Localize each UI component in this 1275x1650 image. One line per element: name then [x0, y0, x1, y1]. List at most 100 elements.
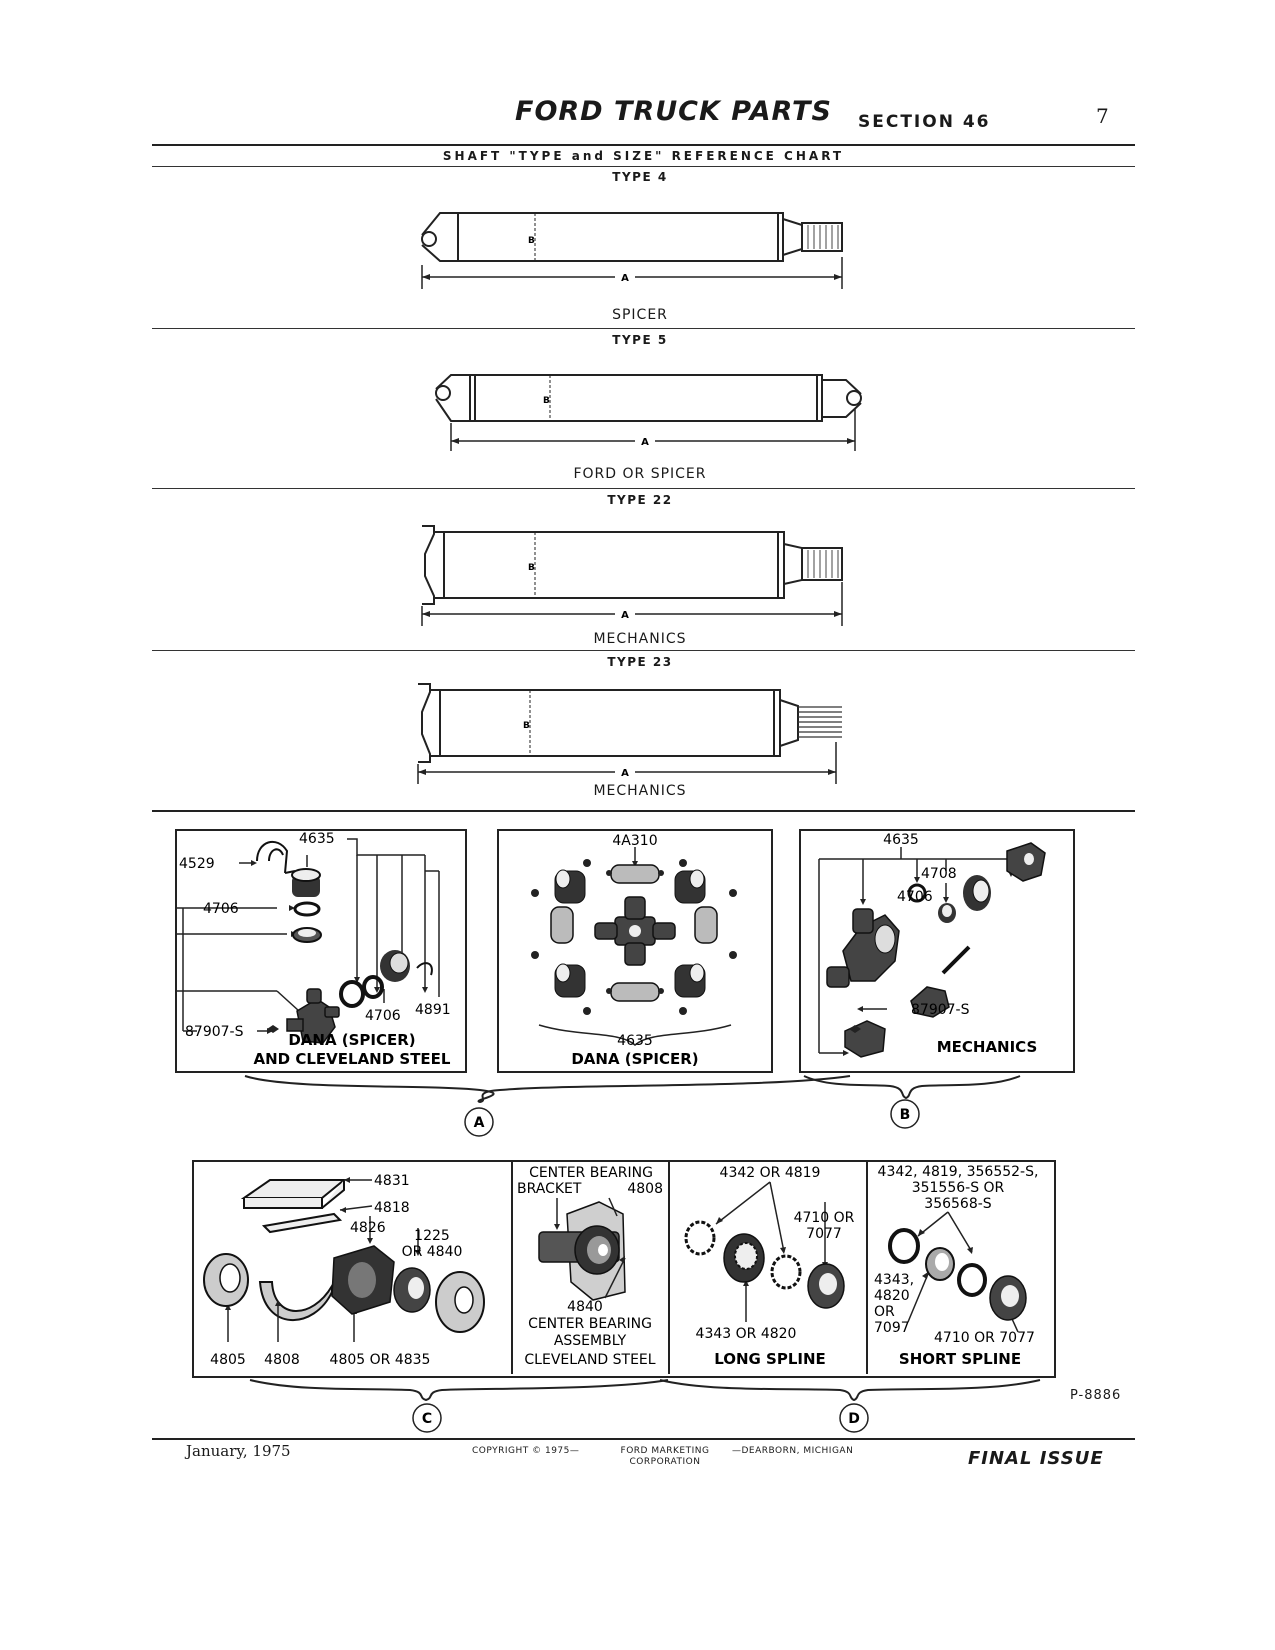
- part-4342-or-4819: 4342 OR 4819: [720, 1165, 821, 1181]
- part-4706: 4706: [203, 901, 239, 917]
- part-4710-or-7077: 4710 OR 7077: [934, 1330, 1035, 1346]
- part-1225-or-4840: OR 4840: [402, 1244, 463, 1260]
- type-5-label: TYPE 5: [612, 333, 668, 347]
- part-4343: 4343,: [874, 1272, 914, 1288]
- type-4-dim-b: B: [528, 236, 535, 246]
- caption-cleveland-steel: AND CLEVELAND STEEL: [254, 1050, 451, 1068]
- part-4343-or-4820: 4343 OR 4820: [696, 1326, 797, 1342]
- divider: [152, 650, 1135, 651]
- part-4818: 4818: [374, 1200, 410, 1216]
- part-4805-or-4835: 4805 OR 4835: [330, 1352, 431, 1368]
- part-4529: 4529: [179, 856, 215, 872]
- caption-dana-spicer: DANA (SPICER): [288, 1031, 415, 1049]
- type-5-dim-a: A: [641, 437, 649, 448]
- panels-c-d-frame: [192, 1160, 1056, 1378]
- center-bearing-label: CENTER BEARING: [529, 1165, 653, 1181]
- part-356568-s: 356568-S: [924, 1196, 991, 1212]
- part-4635: 4635: [299, 831, 335, 847]
- footer-rule: [152, 1438, 1135, 1440]
- panel-d-long-spline-illustration: 4342 OR 4819 4710 OR 7077 4343 OR 4820 L…: [684, 1165, 855, 1368]
- part-87907-s: 87907-S: [911, 1002, 970, 1018]
- figure-number: P-8886: [1070, 1388, 1122, 1403]
- caption-assembly: ASSEMBLY: [554, 1333, 627, 1349]
- part-7077: 7077: [806, 1226, 842, 1242]
- panel-c-cleveland-steel-illustration: CENTER BEARING BRACKET 4808 4840 CENTER …: [517, 1165, 663, 1368]
- type-22-shaft-diagram: A B: [421, 525, 843, 626]
- type-5-manufacturer: FORD OR SPICER: [573, 466, 707, 482]
- type-23-manufacturer: MECHANICS: [593, 783, 687, 799]
- divider: [152, 328, 1135, 329]
- type-23-dim-b: B: [523, 721, 530, 731]
- type-4-label: TYPE 4: [612, 170, 668, 184]
- part-4891: 4891: [415, 1002, 451, 1018]
- panel-a-dana-cleveland-illustration: 4635 4529 4706 4891 4706 87907-S DANA (S…: [177, 831, 451, 1068]
- part-4805: 4805: [210, 1352, 246, 1368]
- group-brace-a-b: A B: [244, 1075, 1021, 1137]
- panel-a-dana-spicer: [497, 829, 773, 1073]
- part-4708: 4708: [921, 866, 957, 882]
- type-5-shaft-diagram: A B: [435, 374, 862, 451]
- part-7097: 7097: [874, 1320, 910, 1336]
- panel-d-short-spline-illustration: 4342, 4819, 356552-S, 351556-S OR 356568…: [874, 1164, 1038, 1368]
- part-or: OR: [874, 1304, 895, 1320]
- chart-title: SHAFT "TYPE and SIZE" REFERENCE CHART: [442, 149, 845, 163]
- part-4635: 4635: [883, 832, 919, 848]
- group-label-c: C: [422, 1411, 432, 1427]
- type-22-dim-b: B: [528, 563, 535, 573]
- page-number: 7: [1096, 104, 1109, 128]
- group-label-a: A: [474, 1115, 485, 1131]
- part-4808: 4808: [264, 1352, 300, 1368]
- panel-a-dana-cleveland: [175, 829, 467, 1073]
- header-rule: [152, 144, 1135, 146]
- type-4-dim-a: A: [621, 273, 629, 284]
- panel-divider: [866, 1160, 868, 1374]
- caption-short-spline: SHORT SPLINE: [899, 1350, 1021, 1368]
- group-label-d: D: [848, 1411, 860, 1427]
- footer-company: FORD MARKETING: [620, 1446, 710, 1456]
- type-4-shaft-diagram: A B: [421, 212, 843, 289]
- footer-copyright: COPYRIGHT © 1975—: [472, 1446, 580, 1456]
- part-4706: 4706: [897, 889, 933, 905]
- type-22-label: TYPE 22: [607, 493, 673, 507]
- caption-mechanics: MECHANICS: [937, 1038, 1038, 1056]
- footer-company-2: CORPORATION: [629, 1457, 701, 1467]
- type-4-manufacturer: SPICER: [612, 307, 668, 323]
- part-4808: 4808: [627, 1181, 663, 1197]
- caption-long-spline: LONG SPLINE: [714, 1350, 826, 1368]
- divider: [152, 488, 1135, 489]
- chart-title-rule: [152, 166, 1135, 167]
- type-22-manufacturer: MECHANICS: [593, 631, 687, 647]
- panel-divider: [511, 1160, 513, 1374]
- footer-location: —DEARBORN, MICHIGAN: [732, 1446, 854, 1456]
- type-23-label: TYPE 23: [607, 655, 673, 669]
- caption-center-bearing: CENTER BEARING: [528, 1316, 652, 1332]
- part-1225: 1225: [414, 1228, 450, 1244]
- group-label-b: B: [900, 1107, 911, 1123]
- type-23-dim-a: A: [621, 768, 629, 779]
- part-87907-s: 87907-S: [185, 1024, 244, 1040]
- page-title: FORD TRUCK PARTS: [515, 96, 832, 127]
- type-22-dim-a: A: [621, 610, 629, 621]
- panel-c-center-bearing-parts-illustration: 4831 4818 4826 1225 OR 4840 4805 4808 48…: [203, 1173, 485, 1368]
- part-4706-lower: 4706: [365, 1008, 401, 1024]
- panel-b-mechanics-illustration: 4635 4708 4706 87907-S MECHANICS: [818, 832, 1046, 1058]
- footer-date: January, 1975: [186, 1442, 291, 1460]
- caption-dana-spicer: DANA (SPICER): [571, 1050, 698, 1068]
- footer-status: FINAL ISSUE: [968, 1448, 1104, 1469]
- panel-divider: [668, 1160, 670, 1374]
- caption-cleveland-steel: CLEVELAND STEEL: [524, 1352, 655, 1368]
- part-351556-s: 351556-S OR: [912, 1180, 1005, 1196]
- part-4635-assembly: 4635: [617, 1033, 653, 1049]
- part-4840: 4840: [567, 1299, 603, 1315]
- section-label: SECTION 46: [858, 112, 991, 132]
- panel-a-dana-spicer-illustration: 4A310 4635 DANA (SPICER): [531, 833, 737, 1068]
- part-4710-or: 4710 OR: [794, 1210, 855, 1226]
- chart-bottom-rule: [152, 810, 1135, 812]
- part-4831: 4831: [374, 1173, 410, 1189]
- part-4a310: 4A310: [612, 833, 657, 849]
- part-4826: 4826: [350, 1220, 386, 1236]
- bracket-label: BRACKET: [517, 1181, 582, 1197]
- type-23-shaft-diagram: A B: [417, 683, 842, 784]
- group-brace-c-d: C D: [249, 1379, 1041, 1433]
- panel-b-mechanics: [799, 829, 1075, 1073]
